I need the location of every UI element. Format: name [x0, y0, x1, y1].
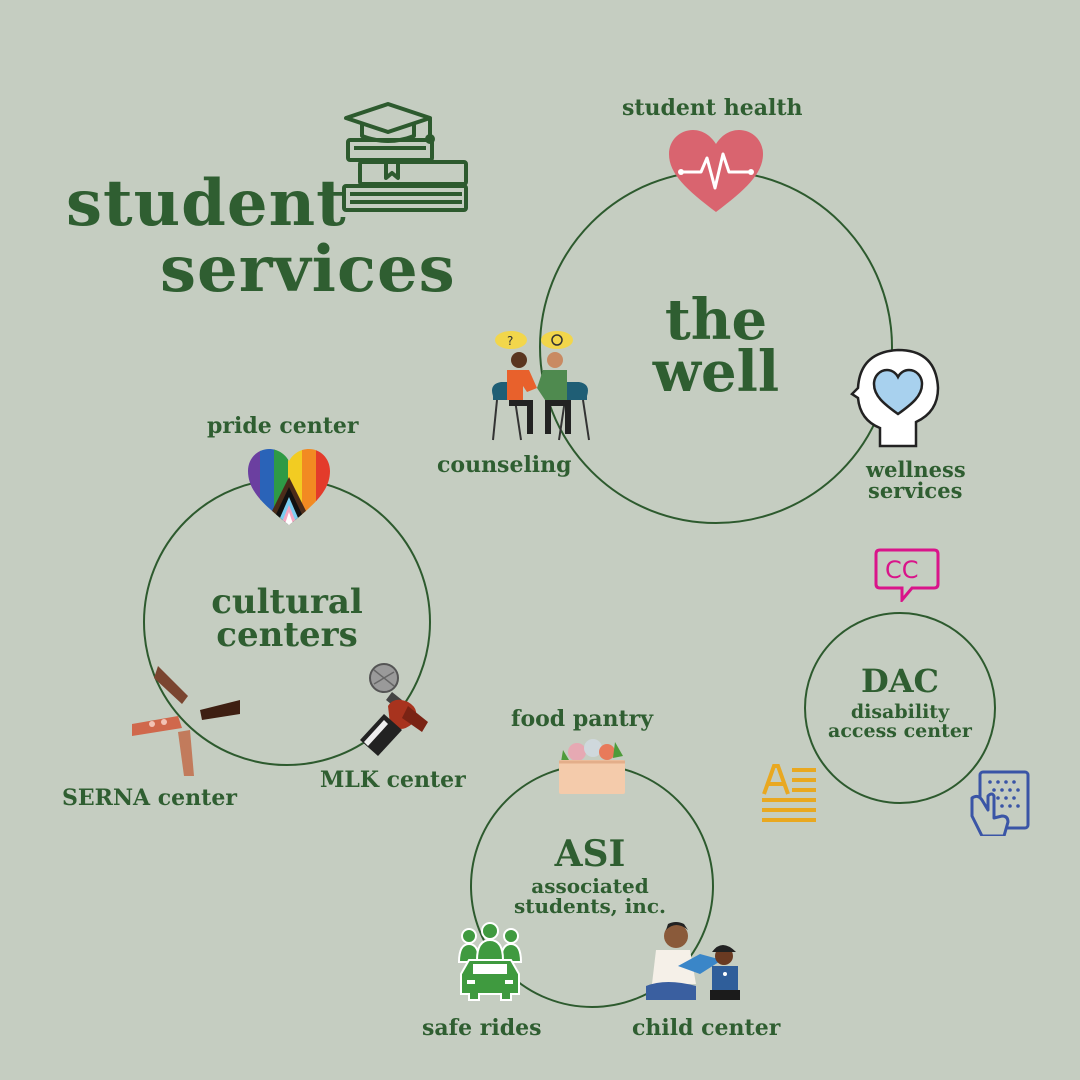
microphone-icon — [356, 660, 436, 760]
wellness-label-line2: services — [868, 478, 963, 503]
wellness-label-line1: wellness — [866, 457, 966, 482]
dac-sub-line1: disability — [850, 701, 950, 723]
pride-center-label: pride center — [207, 413, 359, 439]
graduation-books-icon — [338, 100, 478, 230]
food-pantry-label: food pantry — [511, 706, 654, 732]
asi-label: ASI — [554, 833, 626, 875]
asi-sub-line2: students, inc. — [514, 894, 666, 918]
cultural-centers-label-line2: centers — [216, 615, 358, 655]
asi-sub-line1: associated — [531, 874, 649, 898]
student-health-label: student health — [622, 95, 803, 121]
title-line-services: services — [160, 232, 456, 307]
grocery-box-icon — [555, 738, 629, 796]
pride-heart-icon — [246, 447, 332, 527]
the-well-label-line1: the — [664, 287, 768, 353]
counseling-label: counseling — [437, 452, 572, 478]
car-people-icon — [455, 922, 525, 1002]
cultural-centers-label-line1: cultural — [211, 582, 363, 622]
closed-caption-text: CC — [885, 556, 919, 584]
braille-touch-icon — [970, 768, 1032, 836]
reading-child-icon — [640, 922, 744, 1004]
mlk-center-label: MLK center — [320, 767, 466, 793]
dac-circle — [804, 612, 996, 804]
closed-caption-icon: CC — [874, 548, 940, 602]
title-line-student: student — [66, 166, 347, 241]
dac-sub-line2: access center — [828, 720, 972, 742]
counseling-people-icon: ? — [485, 328, 595, 446]
dac-label: DAC — [860, 662, 940, 700]
hands-icon — [128, 662, 248, 780]
child-center-label: child center — [632, 1015, 781, 1041]
svg-text:?: ? — [507, 334, 513, 348]
mind-heart-icon — [850, 348, 940, 448]
heart-pulse-icon — [667, 128, 765, 214]
text-align-icon — [760, 764, 818, 824]
the-well-label-line2: well — [652, 339, 780, 405]
serna-center-label: SERNA center — [62, 785, 237, 811]
safe-rides-label: safe rides — [422, 1015, 542, 1041]
